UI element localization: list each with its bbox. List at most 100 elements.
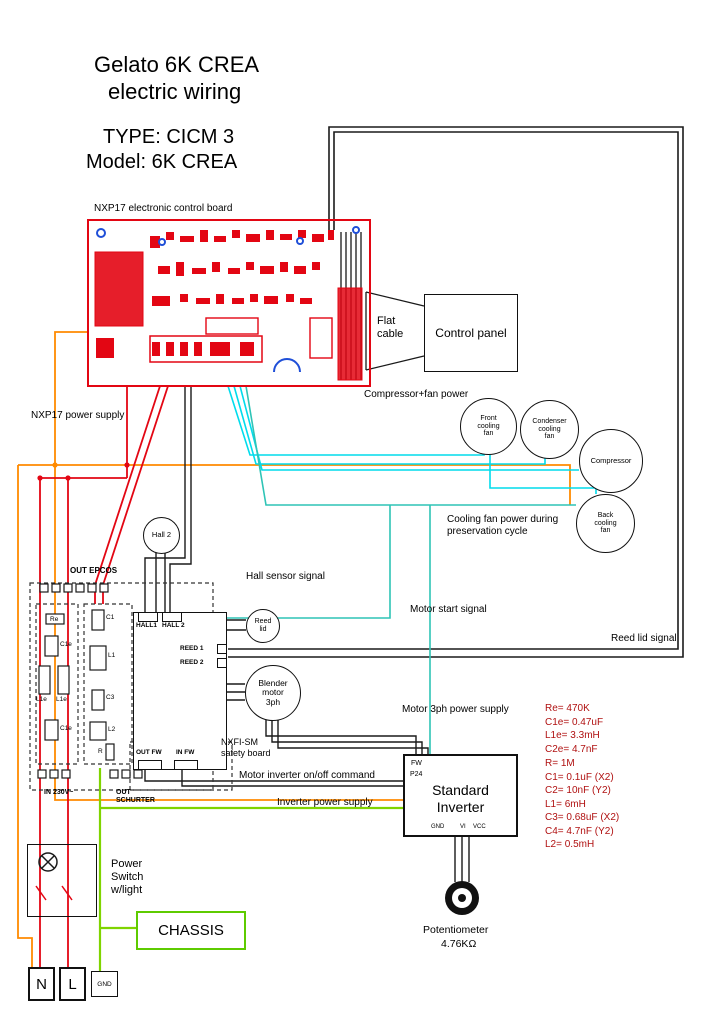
back-cooling-fan: Back cooling fan xyxy=(576,494,635,553)
reed2-connector xyxy=(217,658,227,668)
hall2-sensor-label: Hall 2 xyxy=(151,530,172,540)
emi-components xyxy=(38,609,115,761)
filter-value: L1= 6mH xyxy=(545,798,586,810)
potentiometer-dot xyxy=(458,894,466,902)
pcb-blue-marks xyxy=(96,226,360,373)
power-switch-box xyxy=(27,844,97,917)
reed2-label: REED 2 xyxy=(180,659,204,666)
emi-l1e-left-label: L1e xyxy=(36,696,47,703)
terminal-n-label: N xyxy=(36,975,47,993)
blender-motor-label: Blender motor 3ph xyxy=(258,677,288,707)
emi-r-label: R xyxy=(98,748,103,755)
junction-dots xyxy=(37,462,130,481)
hall1-label: HALL1 xyxy=(136,622,157,629)
potentiometer-knob xyxy=(445,881,479,915)
reed-lid-label: Reed lid xyxy=(254,618,272,633)
pcb-board xyxy=(87,219,371,387)
inverter-gnd-label: GND xyxy=(431,824,445,830)
pcb-components xyxy=(150,230,334,356)
filter-value: L2= 0.5mH xyxy=(545,839,595,850)
hall2-label: HALL 2 xyxy=(162,622,185,629)
hall2-connector xyxy=(162,612,182,622)
hall-sensor-signal-label: Hall sensor signal xyxy=(246,571,325,582)
out-fw-connector xyxy=(138,760,162,770)
control-panel-label: Control panel xyxy=(435,326,507,340)
condenser-cooling-fan: Condenser cooling fan xyxy=(520,400,579,459)
epcos-value: C2e= 4.7nF xyxy=(545,743,598,755)
epcos-value: Re= 470K xyxy=(545,703,590,714)
hall2-sensor-circle: Hall 2 xyxy=(143,517,180,554)
blender-motor-circle: Blender motor 3ph xyxy=(245,665,301,721)
hall1-connector xyxy=(138,612,158,622)
nxp17-power-supply-label: NXP17 power supply xyxy=(31,410,125,421)
page-title-line2: electric wiring xyxy=(108,79,242,104)
motor-inverter-cmd-label: Motor inverter on/off command xyxy=(239,770,375,781)
safety-board: HALL1 HALL 2 REED 1 REED 2 OUT FW IN FW xyxy=(133,612,227,770)
cooling-fan-power-label: Cooling fan power during preservation cy… xyxy=(447,514,559,537)
filter-value: C4= 4.7nF (Y2) xyxy=(545,825,614,837)
power-switch-symbol xyxy=(35,852,73,901)
model-line: Model: 6K CREA xyxy=(86,151,238,173)
condenser-cooling-fan-label: Condenser cooling fan xyxy=(532,417,567,441)
reed-lid-circle: Reed lid xyxy=(246,609,280,643)
epcos-values-list: Re= 470K C1e= 0.47uF L1e= 3.3mH C2e= 4.7… xyxy=(545,702,603,756)
reed1-connector xyxy=(217,644,227,654)
motor-3ph-power-label: Motor 3ph power supply xyxy=(402,704,509,715)
standard-inverter-box: FW P24 Standard Inverter GND VI VCC xyxy=(403,754,518,837)
filter-value: R= 1M xyxy=(545,758,575,769)
emi-c1e-top-label: C1e xyxy=(60,641,72,648)
compressor-label: Compressor xyxy=(590,455,632,465)
filter-value: C2= 10nF (Y2) xyxy=(545,785,611,796)
epcos-value: L1e= 3.3mH xyxy=(545,730,600,741)
green-wires xyxy=(98,768,403,971)
emi-l1-label: L1 xyxy=(108,652,116,659)
emi-c1e-bottom-label: C1e xyxy=(60,725,72,732)
potentiometer-value: 4.76KΩ xyxy=(441,938,477,950)
inverter-p24-label: P24 xyxy=(410,771,423,778)
out-epcos-label: OUT EPCOS xyxy=(70,566,118,575)
in-fw-connector xyxy=(174,760,198,770)
epcos-value: C1e= 0.47uF xyxy=(545,716,604,728)
front-cooling-fan-label: Front cooling fan xyxy=(477,414,500,438)
safety-board-name-label: NXFI-SM safety board xyxy=(221,737,271,758)
type-line: TYPE: CICM 3 xyxy=(103,126,235,148)
black-signal-wires xyxy=(144,386,470,882)
terminal-gnd: GND xyxy=(91,971,118,997)
emi-re-label: Re xyxy=(50,616,59,623)
control-panel-box: Control panel xyxy=(424,294,518,372)
chassis-label: CHASSIS xyxy=(158,922,224,939)
filter-value: C1= 0.1uF (X2) xyxy=(545,771,614,783)
filter-values-list: R= 1M C1= 0.1uF (X2) C2= 10nF (Y2) L1= 6… xyxy=(545,757,619,852)
front-cooling-fan: Front cooling fan xyxy=(460,398,517,455)
emi-c3-label: C3 xyxy=(106,694,115,701)
back-cooling-fan-label: Back cooling fan xyxy=(594,511,617,535)
page-title-line1: Gelato 6K CREA xyxy=(94,52,260,77)
potentiometer-label: Potentiometer xyxy=(423,924,489,936)
reed-lid-signal-label: Reed lid signal xyxy=(611,633,677,644)
flat-cable-label: Flat cable xyxy=(377,315,404,340)
terminal-n: N xyxy=(28,967,55,1001)
teal-wires xyxy=(226,385,576,754)
out-fw-label: OUT FW xyxy=(136,749,162,756)
in-230v-label: IN 230V~ xyxy=(44,789,74,796)
reed-lid-signal-loop xyxy=(228,126,684,658)
compressor-fan-power-label: Compressor+fan power xyxy=(364,389,469,400)
emi-c1-label: C1 xyxy=(106,614,115,621)
inverter-power-supply-label: Inverter power supply xyxy=(277,797,373,808)
emi-l2-label: L2 xyxy=(108,726,116,733)
filter-value: C3= 0.68uF (X2) xyxy=(545,812,620,823)
control-board-label: NXP17 electronic control board xyxy=(94,203,233,214)
in-fw-label: IN FW xyxy=(176,749,195,756)
inverter-fw-label: FW xyxy=(411,760,422,767)
chassis-box: CHASSIS xyxy=(136,911,246,950)
terminal-l: L xyxy=(59,967,86,1001)
terminal-l-label: L xyxy=(68,975,77,993)
terminal-squares xyxy=(37,583,143,779)
inverter-vi-label: VI xyxy=(460,824,466,830)
power-switch-label: Power Switch w/light xyxy=(111,858,144,896)
motor-start-signal-label: Motor start signal xyxy=(410,604,487,615)
out-schurter-label: OUT SCHURTER xyxy=(116,789,155,805)
inverter-vcc-label: VCC xyxy=(473,824,486,830)
